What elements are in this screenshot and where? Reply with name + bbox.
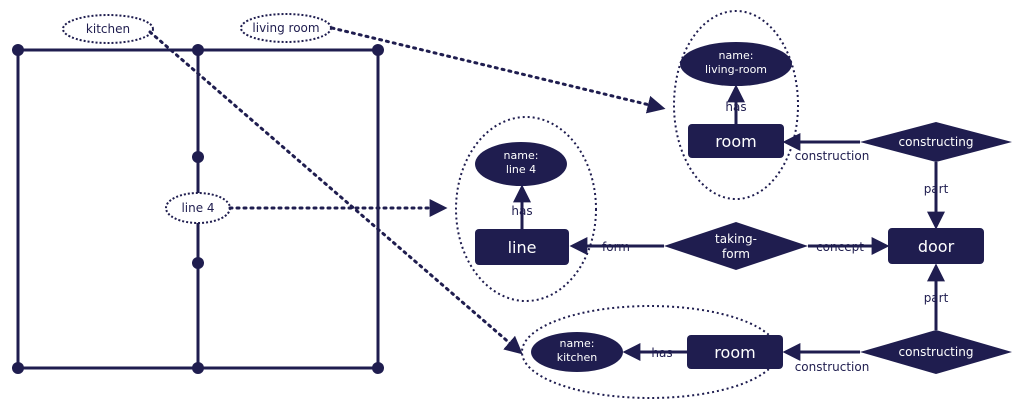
taking-form-group: form taking- form concept xyxy=(569,222,890,270)
taking-form-line1: taking- xyxy=(715,232,757,246)
part-label: part xyxy=(924,291,949,305)
line4-name-line2: line 4 xyxy=(506,163,536,176)
living-room-group: name: living-room has room xyxy=(673,10,799,200)
floorplan: kitchen living room line 4 xyxy=(12,13,384,374)
constructing-label: constructing xyxy=(899,135,974,149)
door-node xyxy=(888,228,984,264)
living-room-connector xyxy=(330,26,666,114)
room-label: room xyxy=(715,132,756,151)
living-room-name-node xyxy=(680,42,792,86)
construction-label: construction xyxy=(795,149,870,163)
kitchen-name-line1: name: xyxy=(560,337,595,350)
junction-node xyxy=(12,362,24,374)
door-label: door xyxy=(918,237,955,256)
living-room-label: living room xyxy=(252,21,319,35)
constructing-diamond xyxy=(860,330,1012,374)
junction-node xyxy=(12,44,24,56)
line4-label: line 4 xyxy=(181,201,214,215)
kitchen-label: kitchen xyxy=(86,22,130,36)
line-group: name: line 4 has line xyxy=(455,116,597,302)
kitchen-connector xyxy=(148,30,523,355)
living-room-name-line2: living-room xyxy=(705,63,767,76)
constructing-diamond xyxy=(860,122,1012,162)
room-node xyxy=(688,124,784,158)
line-node xyxy=(475,229,569,265)
door-group: door xyxy=(888,228,984,264)
room-node xyxy=(687,335,783,369)
line-label: line xyxy=(508,238,537,257)
door-jamb-node xyxy=(192,151,204,163)
constructing-top-group: construction constructing part xyxy=(782,122,1012,230)
line4-label-bubble: line 4 xyxy=(165,192,231,224)
living-room-name-line1: name: xyxy=(719,49,754,62)
taking-form-line2: form xyxy=(722,247,750,261)
kitchen-label-bubble: kitchen xyxy=(62,14,154,44)
junction-node xyxy=(192,44,204,56)
room-label: room xyxy=(714,343,755,362)
living-room-label-bubble: living room xyxy=(240,13,332,43)
door-jamb-node xyxy=(192,257,204,269)
line4-name-line1: name: xyxy=(504,149,539,162)
has-label: has xyxy=(725,100,746,114)
junction-node xyxy=(372,44,384,56)
junction-node xyxy=(372,362,384,374)
part-label: part xyxy=(924,182,949,196)
kitchen-name-line2: kitchen xyxy=(557,351,598,364)
concept-label: concept xyxy=(816,240,864,254)
line4-name-node xyxy=(475,142,567,186)
form-label: form xyxy=(602,240,630,254)
junction-node xyxy=(192,362,204,374)
has-label: has xyxy=(651,346,672,360)
constructing-label: constructing xyxy=(899,345,974,359)
dotted-connectors xyxy=(148,26,666,355)
constructing-bottom-group: construction constructing part xyxy=(782,263,1012,374)
kitchen-group: name: kitchen has room xyxy=(521,305,783,399)
taking-form-diamond xyxy=(664,222,808,270)
has-label: has xyxy=(511,204,532,218)
floorplan-junctions xyxy=(12,44,384,374)
construction-label: construction xyxy=(795,360,870,374)
kitchen-name-node xyxy=(531,332,623,372)
